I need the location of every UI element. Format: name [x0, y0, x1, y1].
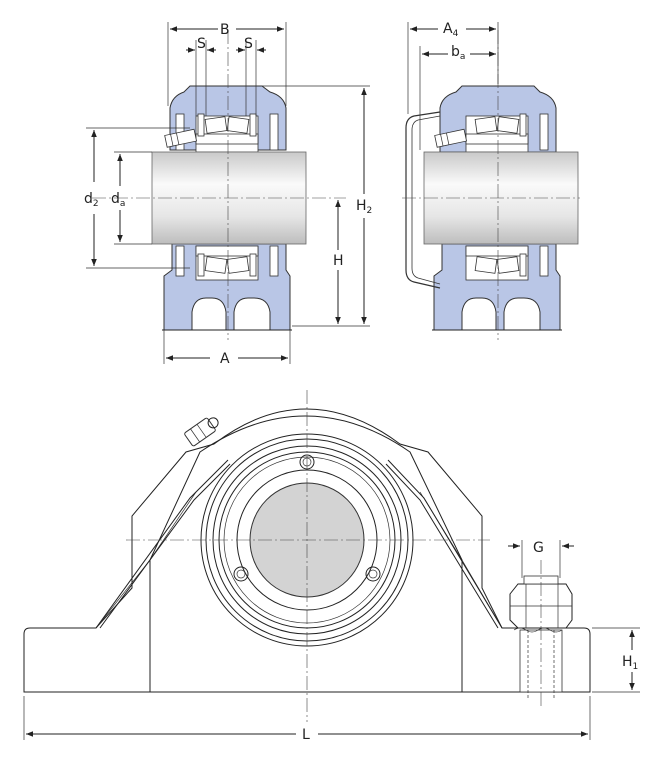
dim-label-da: da	[111, 191, 125, 209]
right-section-view: A4 ba	[402, 21, 580, 340]
dim-label-d2: d2	[84, 191, 99, 209]
dim-label-A4: A4	[443, 21, 459, 39]
grease-nipple	[184, 417, 219, 447]
dim-label-ba: ba	[451, 44, 465, 62]
foot-bolt	[509, 560, 573, 708]
dim-label-G: G	[533, 540, 544, 556]
end-cover	[405, 111, 441, 289]
dim-label-S-left: S	[197, 36, 206, 52]
dim-label-H: H	[333, 253, 344, 269]
dim-label-H2: H2	[356, 198, 372, 216]
left-section-view: B S S d2 da H2 H	[84, 22, 372, 367]
dim-label-L: L	[302, 727, 310, 743]
right-bearing-bottom	[465, 245, 549, 281]
dim-label-H1: H1	[622, 654, 638, 672]
left-bearing-bottom	[175, 245, 279, 281]
dim-label-B: B	[220, 22, 230, 38]
left-bearing-top	[164, 113, 279, 153]
right-bearing-top	[434, 113, 549, 153]
front-base-plate	[23, 408, 591, 693]
dim-label-S-right: S	[244, 36, 253, 52]
dim-label-A: A	[220, 351, 230, 367]
cover-screw-right	[365, 566, 381, 582]
cover-screw-left	[233, 566, 249, 582]
front-view: G H1 L	[23, 390, 640, 743]
